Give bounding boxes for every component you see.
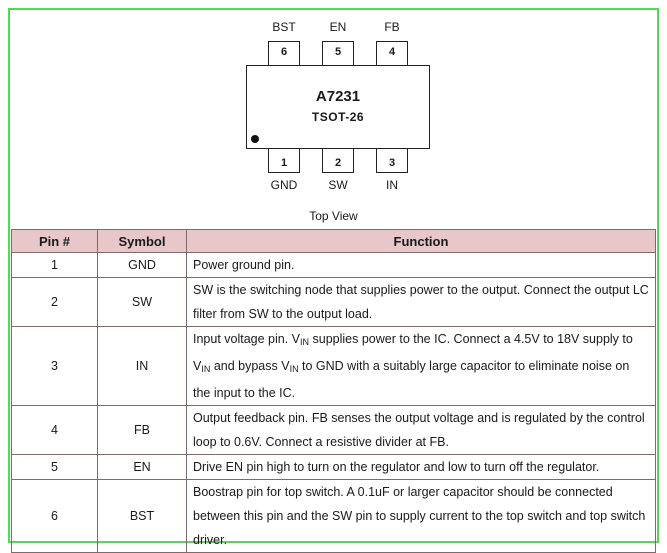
subscript: IN (201, 364, 211, 374)
table-row: 2 SW SW is the switching node that suppl… (11, 277, 656, 327)
pin-label-sw: SW (328, 178, 348, 192)
function-text: supplies power to the IC. Connect a 4.5V… (193, 332, 633, 373)
package-diagram: BST EN FB 6 5 4 A7231 TSOT-26 1 2 3 GND … (10, 10, 657, 232)
pin-1: 1 (268, 149, 300, 173)
header-pin: Pin # (11, 229, 98, 253)
table-row: 5 EN Drive EN pin high to turn on the re… (11, 454, 656, 480)
view-label: Top View (309, 209, 358, 223)
chip-body: A7231 TSOT-26 (246, 65, 430, 149)
symbol-cell: GND (97, 252, 187, 278)
pin-label-gnd: GND (270, 178, 298, 192)
table-row: 6 BST Boostrap pin for top switch. A 0.1… (11, 479, 656, 553)
function-cell: Output feedback pin. FB senses the outpu… (186, 405, 656, 455)
symbol-cell: IN (97, 326, 187, 406)
symbol-cell: BST (97, 479, 187, 553)
header-function: Function (186, 229, 656, 253)
header-symbol: Symbol (97, 229, 187, 253)
pin-2: 2 (322, 149, 354, 173)
table-row: 1 GND Power ground pin. (11, 252, 656, 278)
function-text: and bypass V (210, 359, 290, 373)
table-header-row: Pin # Symbol Function (11, 229, 656, 253)
symbol-cell: SW (97, 277, 187, 327)
pin-cell: 1 (11, 252, 98, 278)
function-cell: Power ground pin. (186, 252, 656, 278)
pin-4: 4 (376, 41, 408, 65)
symbol-cell: FB (97, 405, 187, 455)
pin-label-fb: FB (384, 20, 400, 34)
function-text: to GND with a suitably large capacitor t… (193, 359, 630, 400)
pin-function-table: Pin # Symbol Function 1 GND Power ground… (11, 229, 656, 553)
pin-cell: 5 (11, 454, 98, 480)
subscript: IN (300, 337, 310, 347)
pin-5: 5 (322, 41, 354, 65)
package-name: TSOT-26 (311, 110, 365, 124)
function-text: Input voltage pin. V (193, 332, 301, 346)
pin-cell: 3 (11, 326, 98, 406)
pin-label-bst: BST (272, 20, 296, 34)
pin-3: 3 (376, 149, 408, 173)
pin-cell: 2 (11, 277, 98, 327)
function-cell: Input voltage pin. VIN supplies power to… (186, 326, 656, 406)
subscript: IN (289, 364, 299, 374)
table-row: 4 FB Output feedback pin. FB senses the … (11, 405, 656, 455)
pin-label-in: IN (386, 178, 398, 192)
function-cell: Boostrap pin for top switch. A 0.1uF or … (186, 479, 656, 553)
table-row: 3 IN Input voltage pin. VIN supplies pow… (11, 326, 656, 406)
pin1-marker-dot (251, 135, 259, 143)
function-cell: SW is the switching node that supplies p… (186, 277, 656, 327)
pin-6: 6 (268, 41, 300, 65)
pin-cell: 4 (11, 405, 98, 455)
function-cell: Drive EN pin high to turn on the regulat… (186, 454, 656, 480)
pin-cell: 6 (11, 479, 98, 553)
part-number: A7231 (315, 88, 361, 105)
datasheet-frame: BST EN FB 6 5 4 A7231 TSOT-26 1 2 3 GND … (8, 8, 659, 553)
pin-label-en: EN (329, 20, 347, 34)
symbol-cell: EN (97, 454, 187, 480)
